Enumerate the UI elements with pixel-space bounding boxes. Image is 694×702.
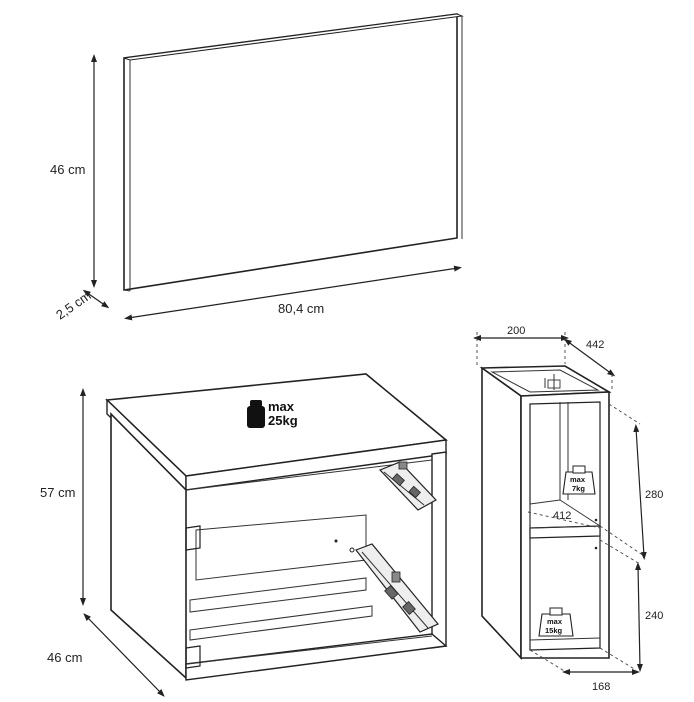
shelf-depth-label: 442 <box>586 339 604 351</box>
upper-drawer-slide <box>378 461 437 511</box>
cabinet-height-label: 57 cm <box>40 485 75 500</box>
shelf-inner-width-label: 412 <box>553 510 571 522</box>
shelf-lower-height-label: 240 <box>645 610 663 622</box>
shelf-upper-weight-icon <box>562 465 596 495</box>
shelf-lower-height-dimension <box>599 539 643 672</box>
shelf-bottom-dimension <box>529 647 640 675</box>
shelf-upper-weight-value: 7kg <box>572 484 585 493</box>
cabinet-weight-value-text: 25kg <box>268 413 298 428</box>
shelf-width-dimension <box>473 332 569 366</box>
panel-width-label: 80,4 cm <box>278 301 324 316</box>
cabinet-weight-icon <box>247 400 265 428</box>
shelf-upper-height-dimension <box>599 403 647 560</box>
cabinet-drawing <box>105 373 448 681</box>
panel-depth-dimension <box>82 289 110 309</box>
shelf-width-label: 200 <box>507 325 525 337</box>
shelf-lower-weight-icon <box>538 607 574 637</box>
shelf-bottom-label: 168 <box>592 681 610 693</box>
cabinet-weight-max-text: max <box>268 399 295 414</box>
cabinet-depth-dimension <box>83 613 165 697</box>
wall-panel <box>123 13 464 292</box>
shelf-depth-dimension <box>563 338 616 392</box>
shelf-upper-height-label: 280 <box>645 489 663 501</box>
shelf-lower-weight-value: 15kg <box>545 626 563 635</box>
shelf-upper-weight-max: max <box>570 475 586 484</box>
shelf-inner-width-dimension <box>527 511 601 529</box>
panel-width-dimension <box>124 265 462 321</box>
shelf-lower-weight-max: max <box>547 617 563 626</box>
cabinet-depth-label: 46 cm <box>47 650 82 665</box>
lower-drawer-slide <box>334 539 439 633</box>
panel-depth-label: 2,5 cm <box>53 288 94 323</box>
panel-height-label: 46 cm <box>50 162 85 177</box>
shelf-unit-drawing <box>479 365 612 661</box>
